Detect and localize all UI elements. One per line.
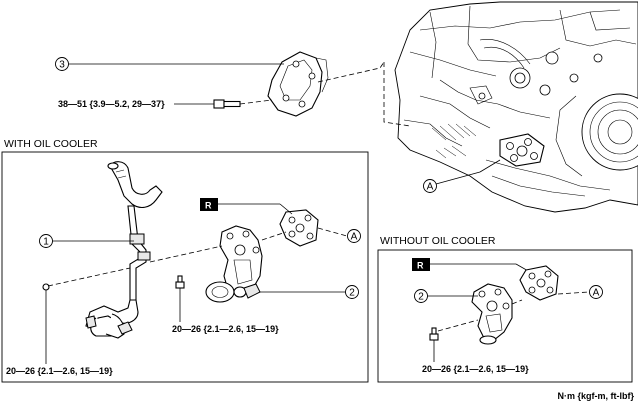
gasket-with-cooler — [279, 209, 319, 247]
callout-3-label: 3 — [59, 60, 65, 71]
alignment-line-with — [47, 227, 348, 287]
with-oil-cooler-frame — [1, 151, 369, 383]
callout-2b-label: 2 — [418, 292, 424, 303]
callout-a-engine-circle — [423, 179, 437, 193]
gasket-without-cooler — [519, 265, 559, 301]
callout-a-without-circle — [589, 285, 603, 299]
bracket-bolt — [213, 99, 241, 109]
engine-hatch — [431, 123, 477, 159]
bracket-part-3 — [267, 51, 329, 117]
replace-mark-with — [200, 198, 218, 211]
oil-cooler-pipe-part-1 — [85, 161, 163, 339]
bracket-torque-label: 38—51 {3.9—5.2, 29—37} — [58, 99, 165, 109]
callout-a-with-circle — [347, 229, 361, 243]
callout-a-with-label: A — [351, 232, 358, 243]
without-oil-cooler-title: WITHOUT OIL COOLER — [380, 235, 496, 247]
alignment-line-without — [511, 291, 590, 305]
callout-a-engine-label: A — [427, 182, 434, 193]
with-oil-cooler-title: WITH OIL COOLER — [4, 138, 98, 150]
replace-mark-with-label: R — [205, 201, 212, 211]
callout-2-label: 2 — [349, 288, 355, 299]
torque-units-label: N·m {kgf-m, ft-lbf} — [558, 391, 635, 401]
callout-a-without-label: A — [593, 288, 600, 299]
replace-mark-without — [412, 258, 430, 271]
engine-block — [383, 1, 638, 213]
pipe-bolt — [42, 283, 50, 300]
oil-cooler-housing-part-2 — [205, 225, 263, 303]
housing-without-torque-label: 20—26 {2.1—2.6, 15—19} — [422, 364, 529, 374]
housing-bolt-without — [429, 327, 439, 341]
replace-mark-without-label: R — [417, 261, 424, 271]
pipe-torque-label: 20—26 {2.1—2.6, 15—19} — [6, 366, 113, 376]
bracket-dashed-line — [239, 61, 385, 105]
callout-1-label: 1 — [43, 237, 49, 248]
housing-bolt — [175, 275, 185, 289]
without-oil-cooler-frame — [377, 249, 633, 383]
housing-torque-label: 20—26 {2.1—2.6, 15—19} — [172, 324, 279, 334]
oil-filter-housing-without-cooler — [471, 283, 513, 345]
